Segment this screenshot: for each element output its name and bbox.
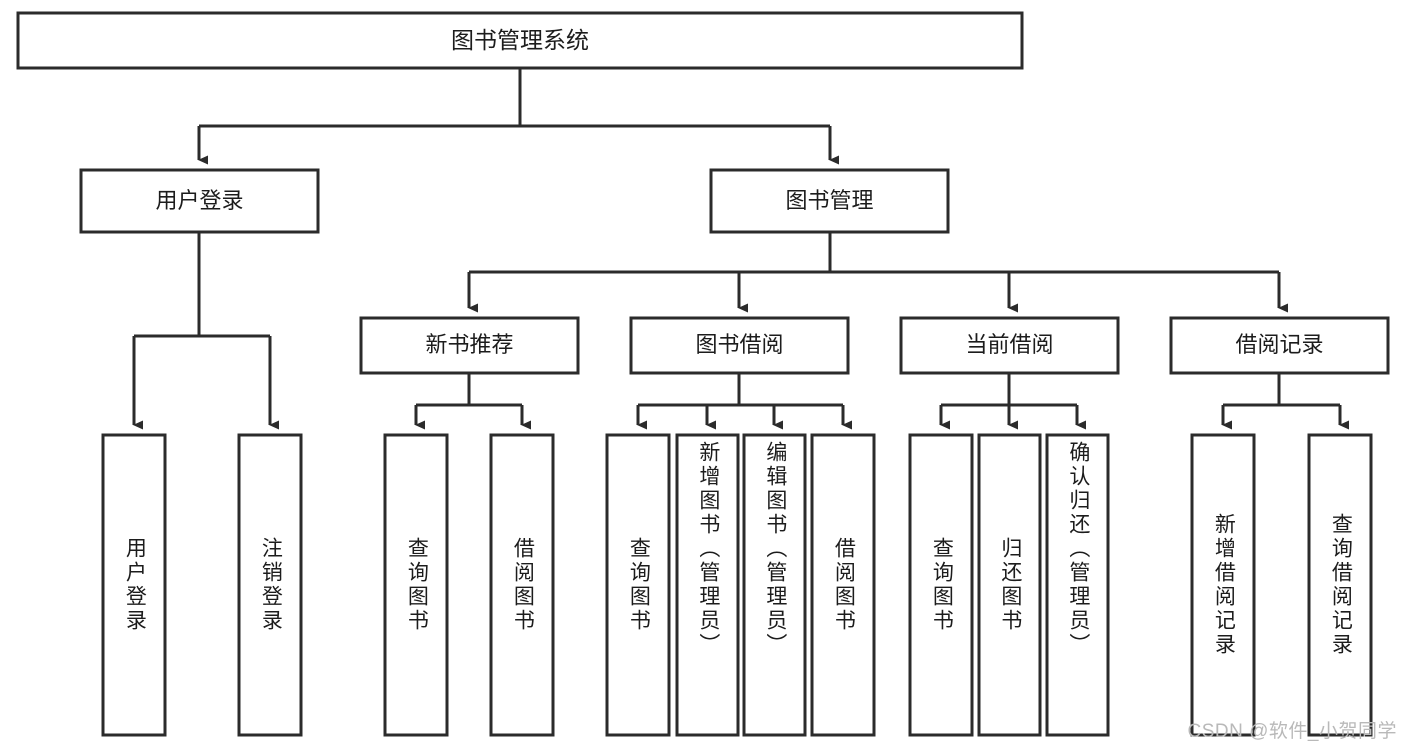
- node-new-book-recommend-label: 新书推荐: [425, 332, 513, 357]
- node-new-book-recommend[interactable]: 新书推荐: [359, 316, 580, 375]
- leaf-node-add-borrow-record[interactable]: [1190, 433, 1256, 737]
- node-user-login-label: 用户登录: [155, 188, 243, 213]
- leaf-node-query-borrow-record[interactable]: [1307, 433, 1373, 737]
- edges-borrowrecords-to-leaves: [1221, 373, 1349, 430]
- node-root-label: 图书管理系统: [451, 27, 589, 53]
- leaf-rects-borrow-records: [1190, 433, 1373, 737]
- node-root-system[interactable]: 图书管理系统: [16, 11, 1024, 70]
- leaf-node-confirm-return-admin[interactable]: [1045, 433, 1110, 737]
- node-user-login[interactable]: 用户登录: [79, 168, 320, 234]
- leaf-node-logout[interactable]: [237, 433, 303, 737]
- leaf-node-query-book-1[interactable]: [383, 433, 449, 737]
- edges-currentborrow-to-leaves: [939, 373, 1086, 430]
- node-book-management[interactable]: 图书管理: [709, 168, 950, 234]
- leaf-node-return-book[interactable]: [977, 433, 1042, 737]
- edges-userlogin-to-leaves: [132, 232, 279, 430]
- leaf-rects-current-borrow: [908, 433, 1110, 737]
- leaf-node-edit-book-admin[interactable]: [742, 433, 807, 737]
- leaf-rects-book-borrow: [605, 433, 876, 737]
- node-book-management-label: 图书管理: [785, 188, 873, 213]
- node-book-borrow-label: 图书借阅: [695, 332, 783, 357]
- node-borrow-records-label: 借阅记录: [1235, 332, 1323, 357]
- edges-bookmgmt-to-level3: [467, 232, 1288, 313]
- leaf-node-query-book-2[interactable]: [605, 433, 671, 737]
- leaf-node-query-book-3[interactable]: [908, 433, 974, 737]
- leaf-node-user-login[interactable]: [101, 433, 167, 737]
- node-book-borrow[interactable]: 图书借阅: [629, 316, 850, 375]
- edges-root-to-level2: [197, 68, 839, 165]
- node-current-borrow-label: 当前借阅: [965, 332, 1053, 357]
- leaf-node-borrow-book-1[interactable]: [489, 433, 555, 737]
- csdn-watermark: CSDN @软件_小贺同学: [1187, 721, 1397, 742]
- edges-bookborrow-to-leaves: [636, 373, 852, 430]
- leaf-rects-user-login: [101, 433, 303, 737]
- leaf-node-borrow-book-2[interactable]: [810, 433, 876, 737]
- leaf-rects-new-book-recommend: [383, 433, 555, 737]
- node-borrow-records[interactable]: 借阅记录: [1169, 316, 1390, 375]
- node-current-borrow[interactable]: 当前借阅: [899, 316, 1120, 375]
- leaf-node-add-book-admin[interactable]: [675, 433, 740, 737]
- edges-newbook-to-leaves: [414, 373, 531, 430]
